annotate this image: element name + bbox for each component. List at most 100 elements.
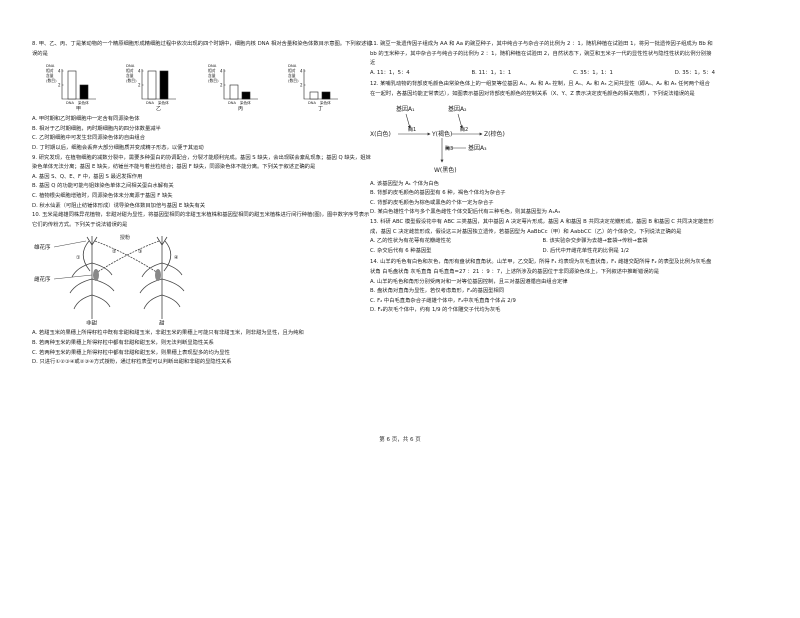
enzyme-2: 酶2: [460, 126, 468, 133]
q14-option-b: B. 盘状角对直角为显性，若仅考虑角形，F₂的基因型相同: [370, 288, 505, 295]
x-label: 染色体: [158, 100, 169, 105]
chart-axes: [61, 69, 96, 100]
q14-stem: 14. 山羊的毛色有白色和灰色，角形有盘状和直角状。山羊甲，乙交配，所得 F₁ …: [370, 259, 712, 275]
tick-label: 4: [138, 69, 141, 74]
q8-stem: 8. 甲、乙、丙、丁是某动物的一个精原细胞形成精细胞过程中依次出现的四个时期中，…: [32, 41, 372, 57]
q11-option-d: D. 35：1，5：4: [674, 69, 715, 76]
tick-label: 2: [300, 83, 303, 88]
tick-label: 2: [58, 83, 61, 88]
q12-pathway-diagram: 基因A₁ 基因A₂ X(白色) 酶1 Y(褐色) 酶2 Z(棕色) 酶3 基因A…: [370, 102, 715, 177]
x-label: DNA: [146, 101, 154, 105]
axis-title-line: (数目): [288, 78, 299, 83]
q13-options-row2: C. 杂交后代有 6 种基因型 D. 后代中开雌花单性花的比例是 1/2: [370, 247, 715, 257]
label-pollination: 授粉: [120, 234, 130, 241]
bar-dna: [67, 70, 77, 100]
x-label: 染色体: [78, 100, 89, 105]
enzyme-1: 酶1: [408, 126, 416, 133]
enzyme-3: 酶3: [445, 145, 453, 152]
q11-option-c: C. 35：1，1：1: [573, 69, 613, 76]
q14-option-c: C. F₂ 中白毛直角杂合子雌雄个体中，F₂中灰毛直角个体占 2/9: [370, 297, 516, 304]
tick-label: 4: [220, 69, 223, 74]
tick-label: 2: [138, 83, 141, 88]
tick-label: 4: [58, 69, 61, 74]
pigment-pathway: 基因A₁ 基因A₂ X(白色) 酶1 Y(褐色) 酶2 Z(棕色) 酶3 基因A…: [370, 105, 505, 174]
q10-option-b: B. 若两种玉米的果穗上所得籽粒中都有非甜和甜玉米，则无法判断显隐性关系: [32, 339, 214, 346]
q8-option-d: D. 丁时期以后，细胞会丢弃大部分细胞质并变成精子形态，以便于其运动: [32, 144, 204, 151]
axis-title-line: (数目): [208, 78, 219, 83]
q13-option-b: B. 该实验杂交步骤为去雄→套袋→传粉→套袋: [542, 238, 648, 245]
q11-option-b: B. 11：1，1：1: [471, 69, 512, 76]
x-label: DNA: [228, 101, 236, 105]
q10-option-d: D. 只进行①②③④或②③④方式授粉，通过籽粒表型可以判断出甜和非甜的显隐性关系: [32, 359, 232, 366]
bar-chromosome: [159, 70, 169, 100]
panel-label: 甲: [76, 106, 81, 111]
gene-a3: 基因A₃: [468, 144, 487, 152]
panel-label: 丙: [238, 106, 243, 111]
q9-option-c: C. 植物根尖细胞增殖时，同源染色体未分离源于基因 F 缺失: [32, 192, 173, 199]
q10-figure: 雄花序 雌花序 授粉 ① ② ③ ④ 非甜 甜: [32, 233, 372, 327]
q14-option-d: D. F₂的灰毛个体中，约有 1/9 的个体雕交子代均为灰毛: [370, 307, 501, 314]
axis-title-line: 相对: [288, 68, 296, 73]
corn-plants-figure: 雄花序 雌花序 授粉 ① ② ③ ④ 非甜 甜: [34, 234, 185, 327]
substance-y: Y(褐色): [431, 130, 452, 138]
label-tassel: 雄花序: [34, 243, 51, 251]
q13-option-c: C. 杂交后代有 6 种基因型: [370, 247, 432, 254]
bar-dna: [309, 91, 319, 100]
tick-label: 2: [220, 83, 223, 88]
tick-label: 4: [300, 69, 303, 74]
q10-stem: 10. 玉米是雌雄同株异花植物，非甜对甜为显性，将基因型相同的非甜玉米植株和基因…: [32, 212, 370, 228]
num-1: ①: [76, 255, 81, 261]
axis-title-line: DNA: [288, 63, 297, 68]
chart-axes: [141, 69, 176, 100]
chart-axes: [303, 69, 338, 100]
bar-chromosome: [321, 91, 331, 100]
bar-dna: [147, 70, 157, 100]
axis-title-line: 含量: [208, 73, 216, 78]
axis-title-line: 含量: [46, 73, 54, 78]
axis-title-line: (数目): [46, 78, 57, 83]
q12-option-a: A. 该基因型为 A₁ 个体为白色: [370, 180, 439, 187]
substance-w: W(黑色): [434, 166, 457, 174]
axis-title-line: DNA: [126, 63, 135, 68]
num-3: ③: [138, 249, 142, 255]
num-4: ④: [174, 255, 179, 261]
q9-option-b: B. 基因 Q 的功能可能与姐妹染色单体之间相关蛋白水解有关: [32, 183, 174, 190]
q13-options-row1: A. 乙的性状为有花萼有花瓣雌性花 B. 该实验杂交步骤为去雄→套袋→传粉→套袋: [370, 237, 715, 247]
q11-options: A. 11：1，5：4 B. 11：1，1：1 C. 35：1，1：1 D. 3…: [370, 69, 715, 79]
q12-stem: 12. 某哺乳动物的背部皮毛颜色由常染色体上的一组复等位基因 A₁、A₂ 和 A…: [370, 81, 710, 97]
panel-label: 乙: [156, 105, 161, 111]
bar-dna: [229, 84, 239, 100]
q12-option-d: D. 某白色雄性个体与多个黑色雌性个体交配后代有三种毛色，则其基因型为 A₁A₃: [370, 209, 561, 216]
q8-option-b: B. 相对于乙时期细胞，丙时期细胞内的四分体数量减半: [32, 125, 161, 132]
bar-chromosome: [241, 91, 251, 100]
gene-a1: 基因A₁: [396, 105, 415, 113]
substance-z: Z(棕色): [484, 130, 505, 138]
q9-option-a: A. 基因 S、Q、E、F 中，基因 S 最迟发挥作用: [32, 173, 143, 180]
bar-chromosome: [79, 84, 89, 100]
q12-option-c: C. 背部的皮毛颜色为棕色或黑色的个体一定为杂合子: [370, 199, 494, 206]
q10-option-a: A. 若甜玉米的果穗上所得籽粒中既有非甜和甜玉米，非甜玉米的果穗上可能只有非甜玉…: [32, 330, 304, 337]
axis-title-line: DNA: [46, 63, 55, 68]
num-2: ②: [112, 249, 117, 255]
axis-title-line: 相对: [208, 68, 216, 73]
q10-option-c: C. 若两种玉米的果穗上所得籽粒中都有非甜和甜玉米，则果穗上表现型多的均为显性: [32, 349, 230, 356]
axis-title-line: (数目): [126, 78, 137, 83]
q13-stem: 13. 科研 ABC 模型假设花中有 ABC 三类基因，其中基因 A 决定萼片形…: [370, 218, 714, 235]
page-footer: 第 6 页，共 6 页: [379, 437, 421, 443]
left-column: 8. 甲、乙、丙、丁是某动物的一个精原细胞形成精细胞过程中依次出现的四个时期中，…: [32, 40, 372, 368]
chart-axes: [223, 69, 258, 100]
substance-x: X(白色): [370, 130, 391, 138]
axis-title-line: 相对: [126, 68, 134, 73]
q13-option-d: D. 后代中开雌花单性花的比例是 1/2: [542, 247, 630, 254]
axis-title-line: 含量: [288, 73, 296, 78]
x-label: 染色体: [240, 100, 251, 105]
right-column: 11. 豌豆一批遗传因子组成为 AA 和 Aa 的豌豆种子，其中纯合子与杂合子的…: [370, 40, 715, 316]
x-label: 染色体: [320, 100, 331, 105]
label-sweet: 甜: [159, 319, 165, 325]
